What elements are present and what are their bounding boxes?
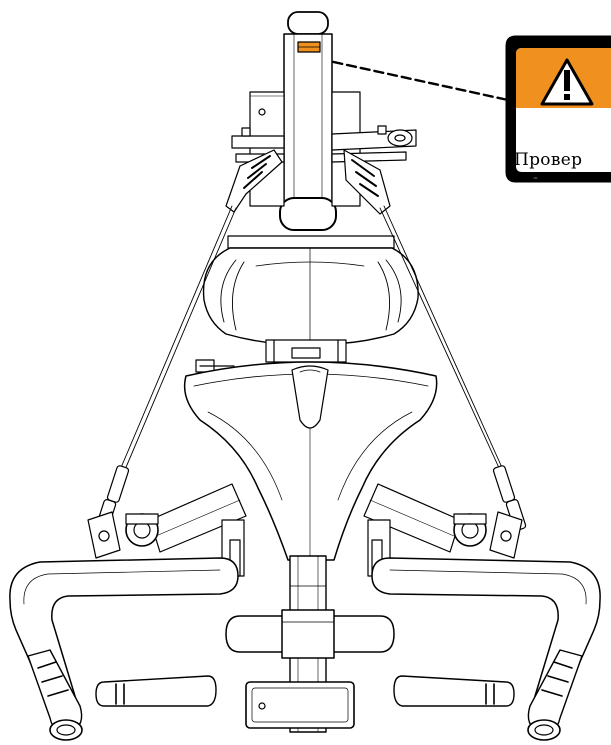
warning-triangle-icon — [540, 58, 594, 106]
warning-label-text: Провер — [514, 150, 583, 170]
foot-bar — [225, 609, 395, 659]
warning-label — [505, 35, 611, 183]
seat — [183, 361, 438, 561]
base-plate — [245, 681, 355, 729]
left-arm — [9, 483, 247, 741]
seat-support — [195, 339, 347, 373]
back-pad — [202, 235, 419, 345]
pulley-assembly — [225, 125, 417, 215]
upper-column — [279, 11, 337, 231]
cables — [119, 205, 505, 473]
callout-dashed-line — [304, 54, 510, 102]
right-arm — [363, 483, 601, 741]
